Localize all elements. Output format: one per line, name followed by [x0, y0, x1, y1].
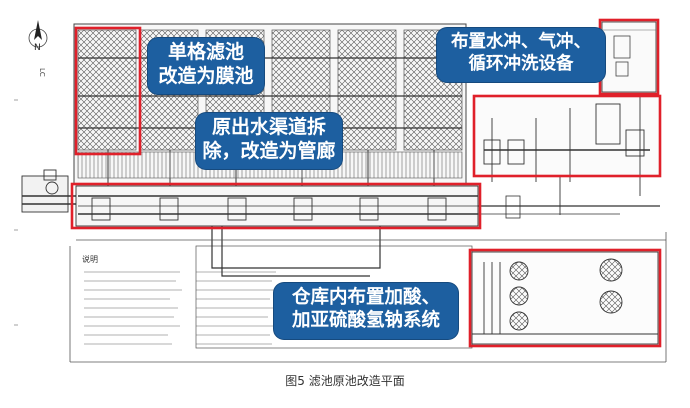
callout-channel-to-gallery: 原出水渠道拆 除，改造为管廊 — [196, 113, 342, 169]
figure-caption: 图5 滤池原池改造平面 — [285, 374, 405, 388]
callout-line: 改造为膜池 — [158, 64, 254, 87]
notes-area: 说明 — [82, 226, 473, 349]
callout-line: 原出水渠道拆 — [211, 116, 326, 138]
highlight-pipe-gallery — [70, 182, 482, 230]
inlet-structure — [21, 169, 78, 213]
callout-line: 单格滤池 — [167, 41, 244, 63]
frame-lines — [69, 232, 667, 363]
callout-wash-equipment: 布置水冲、气冲、 循环冲洗设备 — [437, 28, 605, 82]
callout-line: 仓库内布置加酸、 — [291, 287, 440, 308]
pipe-gallery — [75, 185, 660, 227]
callout-filter-to-membrane: 单格滤池 改造为膜池 — [148, 38, 264, 94]
callout-dosing-system: 仓库内布置加酸、 加亚硫酸氢钠系统 — [274, 283, 458, 339]
dosing-storage-room — [471, 251, 659, 345]
highlight-filter-cell — [74, 26, 142, 156]
callout-line: 加亚硫酸氢钠系统 — [291, 310, 440, 332]
callout-line: 循环冲洗设备 — [468, 53, 574, 74]
north-letter: N — [34, 43, 41, 53]
highlight-pipe-room — [472, 94, 662, 178]
north-arrow: N LC — [28, 20, 48, 77]
callout-line: 布置水冲、气冲、 — [451, 32, 591, 52]
wash-equipment-room — [601, 21, 657, 93]
north-code: LC — [38, 68, 46, 77]
callout-line: 除，改造为管廊 — [202, 139, 336, 162]
notes-title: 说明 — [82, 254, 98, 264]
highlight-dosing-room — [468, 248, 662, 348]
left-margin-marks — [14, 99, 18, 326]
pipe-room — [473, 95, 661, 215]
